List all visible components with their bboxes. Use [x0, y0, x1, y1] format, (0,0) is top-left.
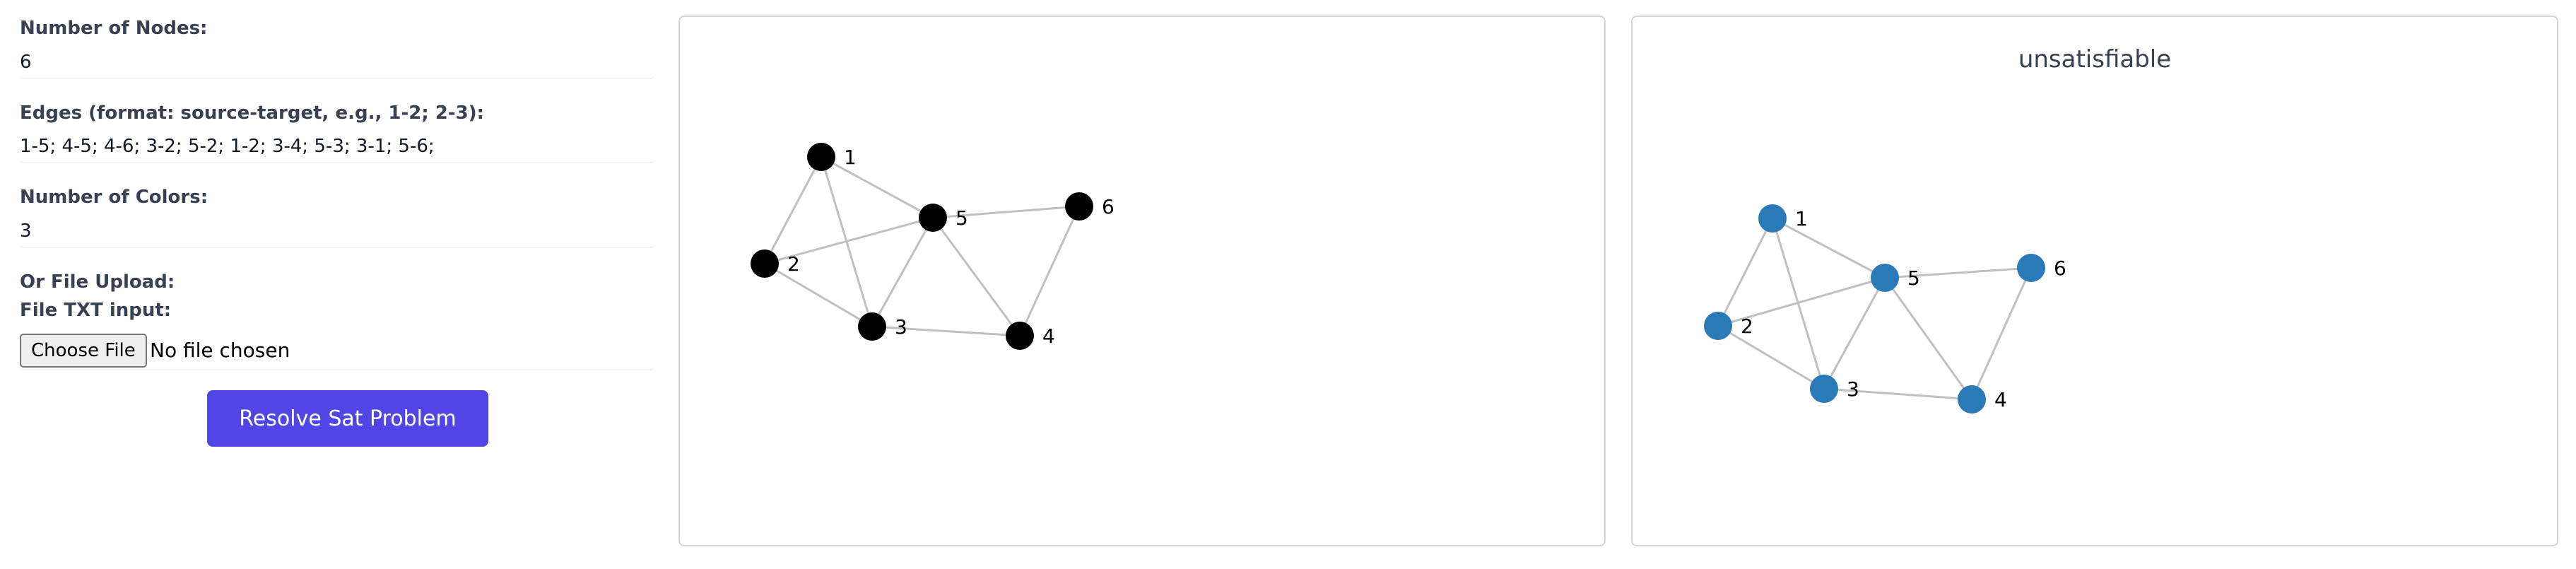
choose-file-button[interactable]: Choose File	[20, 334, 147, 368]
graph-edge-1-2	[763, 156, 823, 264]
file-txt-label: File TXT input:	[20, 300, 172, 321]
graph-edge-1-5	[821, 156, 934, 219]
graph-edge-5-6	[932, 205, 1080, 219]
graph-node-label-1: 1	[844, 146, 857, 169]
graph-node-label-6: 6	[2054, 257, 2066, 280]
graph-edge-1-2	[1717, 218, 1774, 327]
file-upload-label: Or File Upload:	[20, 271, 175, 293]
graph-node-label-5: 5	[1907, 266, 1920, 290]
graph-node-3	[1810, 375, 1838, 403]
result-graph-panel: unsatisfiable 1 2 3 4 5 6	[1631, 16, 2558, 546]
graph-edge-3-2	[1717, 324, 1825, 390]
resolve-sat-button[interactable]: Resolve Sat Problem	[207, 390, 488, 447]
graph-edge-5-3	[871, 217, 934, 327]
graph-edge-5-6	[1884, 266, 2032, 279]
graph-node-4	[1958, 385, 1986, 413]
graph-node-1	[807, 143, 835, 171]
colors-label: Number of Colors:	[20, 187, 208, 208]
graph-edge-3-4	[1823, 387, 1972, 401]
graph-node-1	[1758, 204, 1787, 233]
graph-node-2	[751, 250, 779, 278]
graph-edge-5-2	[1717, 276, 1886, 327]
graph-edge-4-5	[931, 217, 1021, 336]
edges-label: Edges (format: source-target, e.g., 1-2;…	[20, 102, 485, 124]
graph-edge-1-5	[1772, 217, 1886, 279]
graph-node-3	[858, 312, 886, 341]
graph-edge-4-6	[1018, 206, 1081, 336]
graph-node-label-1: 1	[1795, 207, 1808, 230]
file-input: Choose File No file chosen	[20, 329, 654, 370]
colors-input[interactable]	[20, 216, 654, 248]
graph-edge-3-1	[820, 156, 874, 327]
graph-node-label-2: 2	[787, 252, 800, 276]
sat-form: Number of Nodes: Edges (format: source-t…	[20, 0, 656, 569]
graph-node-5	[919, 204, 947, 232]
graph-edge-3-1	[1771, 218, 1825, 389]
graph-edge-4-6	[1970, 267, 2033, 400]
nodes-input[interactable]	[20, 47, 654, 79]
nodes-label: Number of Nodes:	[20, 18, 208, 39]
edges-input[interactable]	[20, 131, 654, 163]
input-graph-canvas: 1 2 3 4 5 6	[751, 143, 1114, 350]
graph-edge-4-5	[1883, 277, 1973, 400]
graph-node-label-6: 6	[1102, 195, 1114, 218]
file-status-text: No file chosen	[150, 339, 290, 362]
result-status-title: unsatisfiable	[2018, 45, 2172, 74]
graph-node-6	[1065, 192, 1093, 221]
graph-edge-5-3	[1823, 277, 1886, 389]
graph-node-label-3: 3	[895, 315, 907, 339]
graph-node-4	[1006, 322, 1034, 350]
graph-node-label-4: 4	[1994, 388, 2007, 411]
graph-node-6	[2017, 254, 2045, 282]
input-graph-panel: 1 2 3 4 5 6	[678, 16, 1606, 546]
graph-node-label-5: 5	[955, 206, 968, 230]
graph-node-label-4: 4	[1042, 324, 1055, 348]
graph-node-label-3: 3	[1847, 377, 1859, 401]
graph-node-5	[1871, 264, 1899, 292]
result-graph-canvas: 1 2 3 4 5 6	[1704, 204, 2066, 413]
graph-edge-5-2	[764, 216, 934, 265]
graph-edge-3-4	[871, 325, 1021, 337]
graph-node-2	[1704, 312, 1732, 340]
graph-edge-3-2	[764, 262, 873, 328]
graph-node-label-2: 2	[1741, 315, 1753, 338]
